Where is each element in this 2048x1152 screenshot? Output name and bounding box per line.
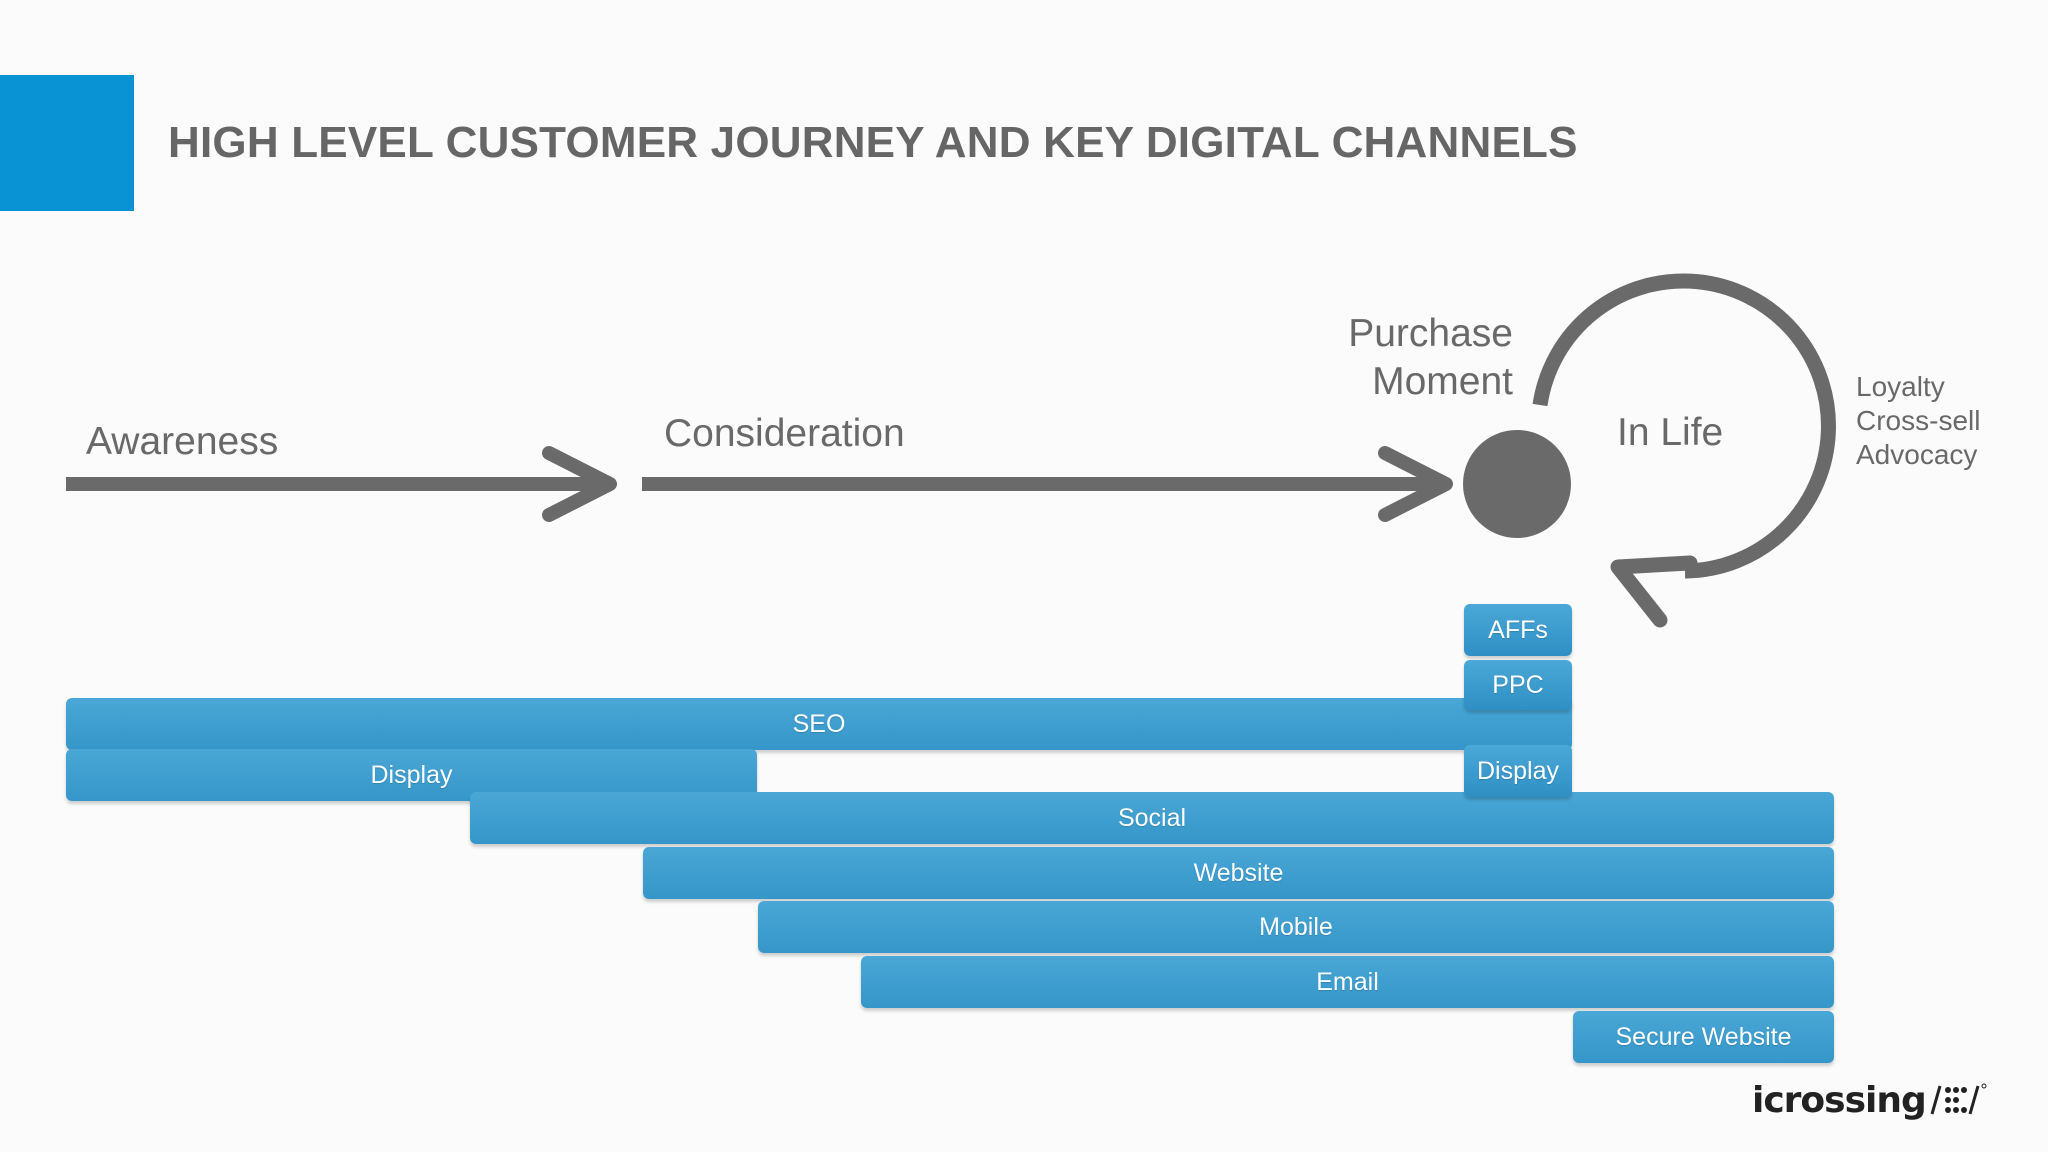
consideration-arrow-head <box>1378 446 1453 522</box>
channel-bar-website: Website <box>643 847 1834 899</box>
stage-in-life: In Life <box>1617 411 1724 454</box>
stage-awareness: Awareness <box>86 420 279 463</box>
channel-bar-seo: SEO <box>66 698 1572 750</box>
channel-bar-display-right: Display <box>1464 745 1572 797</box>
channel-bar-affs: AFFs <box>1464 604 1572 656</box>
channel-bar-social: Social <box>470 792 1834 844</box>
in-life-item-advocacy: Advocacy <box>1856 439 1978 470</box>
in-life-item-loyalty: Loyalty <box>1856 371 1945 402</box>
channel-bar-secure-website: Secure Website <box>1573 1011 1834 1063</box>
accent-block <box>0 75 134 211</box>
awareness-arrow-head <box>542 446 617 522</box>
stage-consideration: Consideration <box>664 412 905 455</box>
purchase-moment-dot <box>1463 430 1571 538</box>
icrossing-logo: icrossing <box>1752 1078 1996 1122</box>
stage-purchase-moment: Purchase Moment <box>1290 310 1513 406</box>
in-life-item-cross-sell: Cross-sell <box>1856 405 1981 436</box>
in-life-list: Loyalty Cross-sell Advocacy <box>1856 370 1980 472</box>
in-life-cycle-arc <box>1532 273 1836 579</box>
purchase-line-2: Moment <box>1372 360 1513 403</box>
channel-bar-mobile: Mobile <box>758 901 1834 953</box>
channel-bar-ppc: PPC <box>1464 660 1572 710</box>
in-life-cycle-arrowhead <box>1610 555 1698 628</box>
logo-wordmark: icrossing <box>1752 1079 1927 1121</box>
channel-bar-email: Email <box>861 956 1834 1008</box>
purchase-line-1: Purchase <box>1348 312 1513 355</box>
slide-title: HIGH LEVEL CUSTOMER JOURNEY AND KEY DIGI… <box>168 118 1578 167</box>
logo-mark-icon <box>1930 1083 1987 1115</box>
